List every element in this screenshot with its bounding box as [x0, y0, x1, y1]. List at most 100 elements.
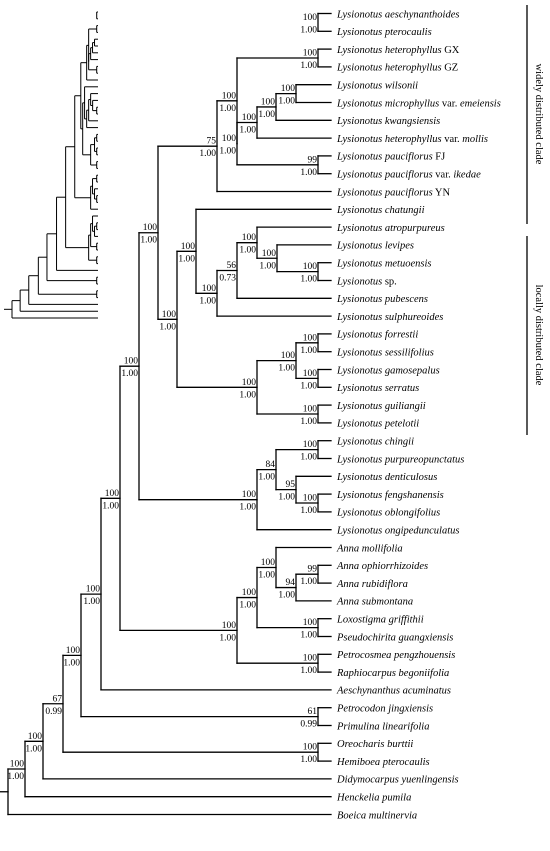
tip-label-t39: Petrocodon jingxiensis [336, 704, 433, 715]
support-pp-n32: 1.00 [239, 601, 256, 611]
tip-label-t9: Lysionotus pauciflorus var. ikedae [336, 170, 481, 181]
tip-label-t10: Lysionotus pauciflorus YN [336, 187, 450, 198]
tip-label-t45: Boeica multinervia [337, 810, 417, 821]
tip-label-t17: Lysionotus sulphureoides [336, 312, 443, 323]
tip-label-t2: Lysionotus heterophyllus GX [336, 45, 460, 56]
support-bs-n37: 61 [308, 707, 318, 717]
tip-label-t37: Raphiocarpus begoniifolia [336, 668, 449, 679]
tip-label-t28: Lysionotus oblongifolius [336, 508, 440, 519]
support-pp-n22: 1.00 [300, 453, 317, 463]
support-bs-n5: 100 [242, 113, 257, 123]
node-support-values: 1001.001001.001001.001001.00991.001001.0… [7, 13, 317, 782]
tip-label-t24: Lysionotus chingii [336, 437, 414, 448]
support-bs-n17: 100 [281, 351, 296, 361]
support-bs-n19: 100 [181, 242, 196, 252]
support-bs-n25: 84 [266, 460, 276, 470]
support-pp-n29: 1.00 [278, 591, 295, 601]
support-bs-n27: 100 [124, 357, 139, 367]
support-pp-n37: 0.99 [300, 720, 317, 730]
support-bs-n15: 100 [303, 369, 318, 379]
support-pp-n5: 1.00 [239, 126, 256, 136]
support-pp-n21: 1.00 [140, 236, 157, 246]
support-bs-n34: 100 [222, 621, 237, 631]
tip-label-t41: Oreocharis burttii [337, 739, 413, 750]
support-pp-n42: 1.00 [7, 772, 24, 782]
tip-label-t35: Pseudochirita guangxiensis [336, 632, 453, 643]
support-pp-n41: 1.00 [25, 744, 42, 754]
support-bs-n24: 95 [286, 480, 296, 490]
tip-label-t32: Anna rubidiflora [336, 579, 408, 590]
tip-label-t0: Lysionotus aeschynanthoides [336, 9, 459, 20]
support-bs-n2: 100 [281, 84, 296, 94]
tip-label-t15: Lysionotus sp. [336, 276, 397, 287]
tip-label-t4: Lysionotus wilsonii [336, 81, 418, 92]
support-bs-n8: 75 [207, 137, 217, 147]
tip-label-t21: Lysionotus serratus [336, 383, 419, 394]
support-pp-n7: 1.00 [219, 104, 236, 114]
support-pp-n38: 1.00 [63, 658, 80, 668]
tip-label-t3: Lysionotus heterophyllus GZ [336, 63, 458, 74]
tip-label-t33: Anna submontana [336, 597, 413, 608]
support-pp-n27: 1.00 [121, 369, 138, 379]
support-bs-n38: 100 [66, 646, 81, 656]
tip-label-t12: Lysionotus atropurpureus [336, 223, 445, 234]
support-bs-n23: 100 [303, 494, 318, 504]
support-bs-n29: 94 [286, 578, 296, 588]
tip-label-t34: Loxostigma griffithii [336, 615, 424, 626]
tip-label-t27: Lysionotus fengshanensis [336, 490, 444, 501]
support-pp-n15: 1.00 [300, 381, 317, 391]
overview-tree-thumbnail [4, 11, 98, 319]
support-pp-n35: 1.00 [102, 501, 119, 511]
support-bs-n7: 100 [222, 91, 237, 101]
support-pp-n23: 1.00 [300, 506, 317, 516]
support-bs-n11: 100 [242, 233, 257, 243]
support-pp-n6: 1.00 [219, 147, 236, 157]
tip-label-t5: Lysionotus microphyllus var. emeiensis [336, 98, 501, 109]
support-bs-n26: 100 [242, 490, 257, 500]
support-bs-n41: 100 [28, 732, 43, 742]
support-bs-n32: 100 [242, 588, 257, 598]
support-pp-n1: 1.00 [300, 61, 317, 71]
support-bs-n40: 67 [53, 694, 63, 704]
support-bs-n1: 100 [303, 49, 318, 59]
tip-label-t23: Lysionotus petelotii [336, 419, 419, 430]
support-pp-n12: 0.73 [219, 273, 236, 283]
support-pp-n26: 1.00 [239, 503, 256, 513]
support-bs-n12: 56 [227, 261, 237, 271]
support-pp-n34: 1.00 [219, 633, 236, 643]
support-pp-n40: 0.99 [45, 707, 62, 717]
support-pp-n19: 1.00 [178, 254, 195, 264]
support-pp-n16: 1.00 [300, 417, 317, 427]
tip-label-t31: Anna ophiorrhizoides [336, 561, 428, 572]
support-pp-n8: 1.00 [199, 149, 216, 159]
support-pp-n10: 1.00 [259, 261, 276, 271]
support-pp-n13: 1.00 [199, 296, 216, 306]
tip-label-t6: Lysionotus kwangsiensis [336, 116, 440, 127]
support-bs-n39: 100 [303, 743, 318, 753]
support-pp-n28: 1.00 [300, 577, 317, 587]
tip-label-t42: Hemiboea pterocaulis [336, 757, 430, 768]
locally-distributed-clade-label: locally distributed clade [533, 285, 544, 386]
support-bs-n22: 100 [303, 440, 318, 450]
support-bs-n21: 100 [143, 223, 158, 233]
support-bs-n4: 99 [308, 155, 318, 165]
support-bs-n36: 100 [86, 585, 101, 595]
tip-label-t22: Lysionotus guiliangii [336, 401, 426, 412]
tip-label-t30: Anna mollifolia [336, 543, 403, 554]
clade-annotations: widely distributed clade locally distrib… [526, 5, 544, 435]
tip-label-t14: Lysionotus metuoensis [336, 259, 431, 270]
support-pp-n39: 1.00 [300, 755, 317, 765]
support-pp-n25: 1.00 [258, 473, 275, 483]
tip-label-t43: Didymocarpus yuenlingensis [336, 775, 459, 786]
support-bs-n10: 100 [262, 249, 277, 259]
support-bs-n28: 99 [308, 565, 318, 575]
tip-label-t19: Lysionotus sessilifolius [336, 348, 434, 359]
support-bs-n3: 100 [261, 97, 276, 107]
support-bs-n30: 100 [261, 558, 276, 568]
support-bs-n14: 100 [303, 333, 318, 343]
support-pp-n0: 1.00 [300, 25, 317, 35]
tip-label-t26: Lysionotus denticulosus [336, 472, 437, 483]
support-pp-n30: 1.00 [258, 571, 275, 581]
support-bs-n18: 100 [242, 378, 257, 388]
